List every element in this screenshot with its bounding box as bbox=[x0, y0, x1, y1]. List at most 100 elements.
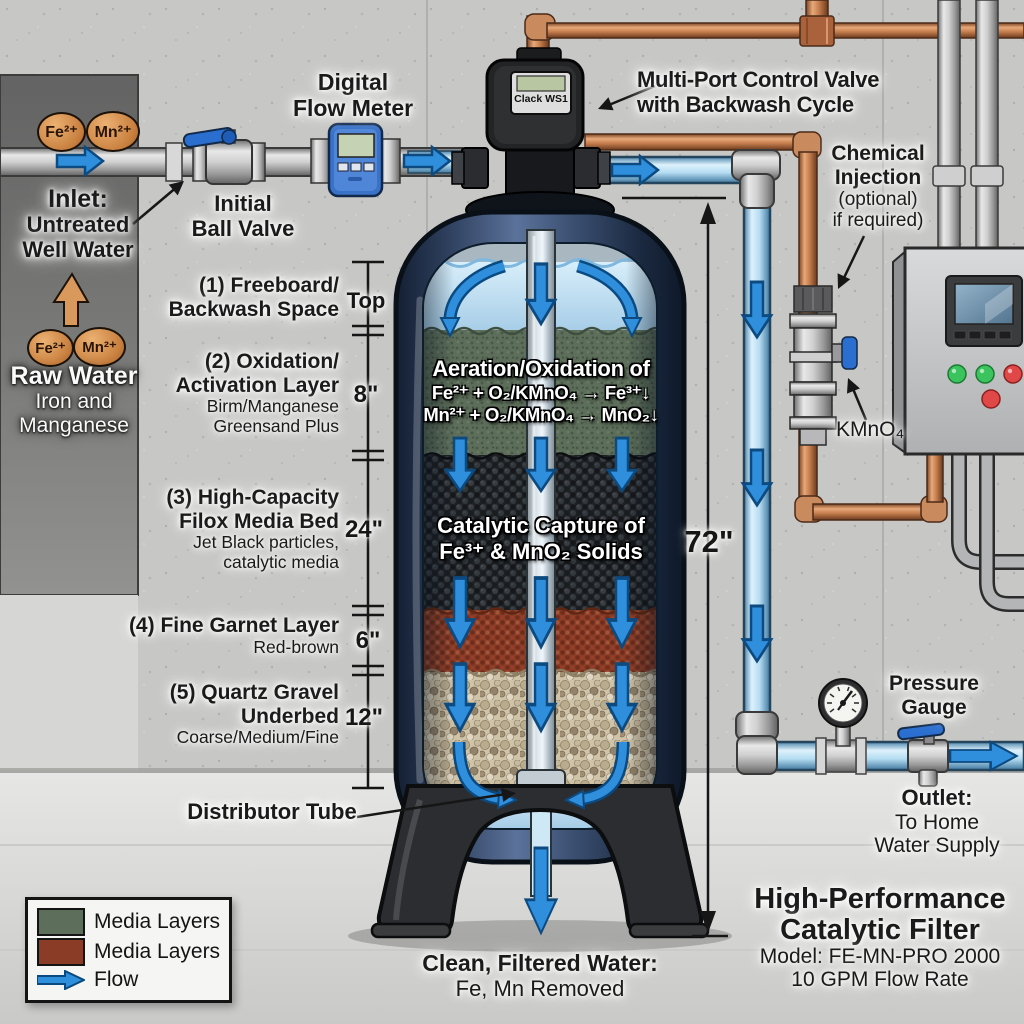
title-flow-rate: 10 GPM Flow Rate bbox=[791, 967, 969, 991]
title-block: High-Performance Catalytic Filter Model:… bbox=[736, 883, 1024, 991]
legend-row-flow: Flow bbox=[37, 968, 220, 992]
raw-water-line2: Manganese bbox=[19, 413, 129, 437]
layer3-dim: 24" bbox=[340, 516, 388, 544]
layer5-s1: Coarse/Medium/Fine bbox=[176, 727, 339, 748]
aeration-line2: Fe²⁺ + O₂/KMnO₄ → Fe³⁺↓ bbox=[431, 381, 651, 403]
layer3-t1: (3) High-Capacity bbox=[166, 486, 339, 509]
layer-label-4: (4) Fine Garnet Layer Red-brown bbox=[89, 614, 339, 657]
panel-display bbox=[954, 283, 1014, 325]
layer2-s2: Greensand Plus bbox=[213, 415, 340, 436]
flow-arrow-icon bbox=[37, 970, 85, 990]
chem-line4: if required) bbox=[832, 210, 924, 232]
inlet-line2: Well Water bbox=[22, 236, 134, 262]
control-valve-brand: Clack WS1 bbox=[509, 93, 573, 105]
layer3-s2: catalytic media bbox=[223, 551, 339, 572]
legend-swatch-red bbox=[37, 938, 85, 966]
layer4-dim-text: 6" bbox=[355, 627, 381, 654]
outlet-valve-handle bbox=[897, 722, 945, 741]
control-panel-box bbox=[892, 246, 1024, 456]
layer2-s1: Birm/Manganese bbox=[206, 396, 339, 417]
tank-height-text: 72" bbox=[684, 524, 734, 559]
ion-fe-raw: Fe²⁺ bbox=[27, 329, 74, 367]
aeration-line1: Aeration/Oxidation of bbox=[432, 356, 650, 381]
pressure-gauge-device bbox=[818, 678, 868, 747]
outlet-label: Outlet: To Home Water Supply bbox=[862, 785, 1012, 858]
flow-meter-device bbox=[310, 122, 401, 198]
outlet-line2: Water Supply bbox=[874, 834, 1000, 858]
legend-box: Media Layers Media Layers Flow bbox=[25, 897, 232, 1003]
layer2-t1: (2) Oxidation/ bbox=[204, 350, 339, 373]
ball-valve-label: Initial Ball Valve bbox=[178, 191, 308, 241]
aeration-text: Aeration/Oxidation of Fe²⁺ + O₂/KMnO₄ → … bbox=[404, 356, 678, 426]
outlet-valve bbox=[897, 722, 949, 787]
legend-label-flow: Flow bbox=[94, 968, 139, 991]
layer-label-5: (5) Quartz Gravel Underbed Coarse/Medium… bbox=[89, 681, 339, 748]
layer3-t2: Filox Media Bed bbox=[179, 509, 339, 533]
capture-text: Catalytic Capture of Fe³⁺ & MnO₂ Solids bbox=[404, 513, 678, 565]
capture-line2: Fe³⁺ & MnO₂ Solids bbox=[439, 538, 643, 564]
ball-valve-line1: Initial bbox=[214, 191, 272, 216]
layer-label-1: (1) Freeboard/ Backwash Space bbox=[89, 274, 339, 321]
layer1-dim: Top bbox=[344, 288, 388, 314]
ball-valve-line2: Ball Valve bbox=[191, 215, 295, 241]
legend-label-red: Media Layers bbox=[94, 940, 221, 963]
gauge-line2: Gauge bbox=[901, 695, 967, 719]
dimension-ruler bbox=[352, 260, 384, 790]
layer5-t2: Underbed bbox=[240, 704, 339, 728]
chem-line3: (optional) bbox=[838, 189, 918, 211]
multiport-line1: Multi-Port Control Valve bbox=[637, 67, 880, 92]
raw-water-up-arrow bbox=[52, 272, 90, 327]
ion-fe-raw-label: Fe²⁺ bbox=[35, 340, 66, 357]
capture-line1: Catalytic Capture of bbox=[437, 513, 645, 538]
inlet-title: Inlet: bbox=[48, 185, 108, 213]
legend-label-green: Media Layers bbox=[94, 910, 221, 933]
title-line2: Catalytic Filter bbox=[780, 914, 980, 947]
title-model: Model: FE-MN-PRO 2000 bbox=[759, 945, 1001, 969]
ion-mn-inlet-label: Mn²⁺ bbox=[94, 123, 132, 141]
kmno4-label: KMnO₄ bbox=[826, 418, 914, 442]
panel-indicator-lights bbox=[947, 364, 1023, 409]
height-dimension bbox=[622, 196, 728, 938]
layer3-s1: Jet Black particles, bbox=[193, 532, 339, 553]
layer-label-2: (2) Oxidation/ Activation Layer Birm/Man… bbox=[89, 350, 339, 436]
injection-valve-handle bbox=[841, 336, 858, 370]
gauge-line1: Pressure bbox=[889, 672, 979, 695]
clean-water-line2: Fe, Mn Removed bbox=[455, 975, 625, 1001]
control-valve-head bbox=[485, 47, 585, 152]
kmno4-text: KMnO₄ bbox=[835, 418, 905, 441]
layer2-dim: 8" bbox=[348, 381, 384, 409]
raw-water-title: Raw Water bbox=[10, 362, 138, 390]
panel-buttons bbox=[953, 330, 1012, 340]
layer1-dim-text: Top bbox=[346, 288, 386, 313]
layer5-t1: (5) Quartz Gravel bbox=[169, 681, 339, 704]
clean-water-line1: Clean, Filtered Water: bbox=[422, 950, 658, 976]
flow-meter-line1: Digital bbox=[317, 69, 389, 95]
layer2-dim-text: 8" bbox=[353, 381, 379, 408]
inlet-line1: Untreated bbox=[26, 212, 130, 237]
title-line1: High-Performance bbox=[754, 883, 1006, 915]
flow-meter-lcd bbox=[337, 133, 375, 158]
clean-water-label: Clean, Filtered Water: Fe, Mn Removed bbox=[390, 950, 690, 1001]
outlet-title: Outlet: bbox=[901, 785, 973, 810]
layer5-dim: 12" bbox=[340, 704, 388, 732]
layer1-t1: (1) Freeboard/ bbox=[198, 274, 339, 297]
raw-water-label: Raw Water Iron and Manganese bbox=[0, 362, 148, 437]
flow-meter-label: Digital Flow Meter bbox=[283, 69, 423, 122]
ball-valve-device bbox=[182, 127, 266, 185]
pressure-gauge-label: Pressure Gauge bbox=[876, 672, 992, 719]
multiport-valve-label: Multi-Port Control Valve with Backwash C… bbox=[637, 67, 892, 117]
layer5-dim-text: 12" bbox=[344, 704, 384, 731]
layer-label-3: (3) High-Capacity Filox Media Bed Jet Bl… bbox=[89, 486, 339, 572]
layer2-t2: Activation Layer bbox=[175, 373, 339, 397]
ion-fe-inlet-label: Fe²⁺ bbox=[45, 124, 78, 141]
ion-mn-inlet: Mn²⁺ bbox=[86, 111, 140, 152]
multiport-line2: with Backwash Cycle bbox=[637, 91, 854, 117]
control-valve-brand-text: Clack WS1 bbox=[514, 93, 568, 105]
legend-row-red: Media Layers bbox=[37, 938, 220, 966]
ion-mn-raw-label: Mn²⁺ bbox=[82, 339, 117, 356]
layer4-s1: Red-brown bbox=[253, 636, 339, 657]
layer1-t2: Backwash Space bbox=[168, 297, 339, 321]
distributor-tube-label: Distributor Tube bbox=[182, 799, 362, 825]
layer3-dim-text: 24" bbox=[344, 516, 384, 543]
